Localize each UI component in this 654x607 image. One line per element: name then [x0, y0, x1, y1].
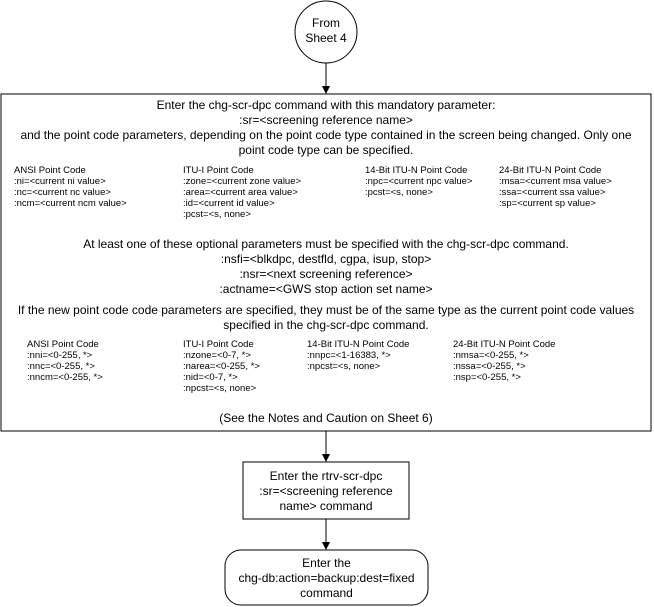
column-header: 14-Bit ITU-N Point Code — [307, 339, 410, 350]
column-header: 24-Bit ITU-N Point Code — [453, 339, 556, 350]
optional-line-1: At least one of these optional parameter… — [83, 237, 569, 251]
new-itui-column: ITU-I Point Code :nzone=<0-7, *> :narea=… — [183, 339, 260, 394]
param-line: :nnc=<0-255, *> — [27, 361, 95, 372]
param-line: :pcst=<s, none> — [365, 187, 433, 198]
param-line: :npcst=<s, none> — [183, 383, 257, 394]
column-header: 24-Bit ITU-N Point Code — [499, 165, 602, 176]
newpc-line-1: If the new point code code parameters ar… — [17, 303, 635, 317]
param-line: :zone=<current zone value> — [183, 176, 302, 187]
sheet-connector-label: From Sheet 4 — [295, 16, 357, 46]
param-line: :ncm=<current ncm value> — [14, 198, 127, 209]
rtrv-box-text: Enter the rtrv-scr-dpc :sr=<screening re… — [243, 469, 409, 514]
optional-line-2: :nsfi=<blkdpc, destfld, cgpa, isup, stop… — [220, 252, 432, 266]
new-24bit-column: 24-Bit ITU-N Point Code :nmsa=<0-255, *>… — [453, 339, 555, 383]
rtrv-line-2: :sr=<screening reference — [259, 484, 393, 498]
param-line: :pcst=<s, none> — [183, 209, 251, 220]
intro-line-3: and the point code parameters, depending… — [20, 128, 632, 142]
param-line: :narea=<0-255, *> — [183, 361, 260, 372]
main-box — [0, 93, 652, 432]
current-itui-column: ITU-I Point Code :zone=<current zone val… — [183, 165, 301, 220]
param-line: :npcst=<s, none> — [307, 361, 381, 372]
rtrv-line-3: name> command — [279, 499, 373, 513]
rtrv-line-1: Enter the rtrv-scr-dpc — [269, 469, 383, 483]
rtrv-box — [242, 461, 410, 520]
column-header: ANSI Point Code — [27, 339, 99, 350]
backup-line-2: chg-db:action=backup:dest=fixed — [238, 571, 415, 585]
connector-line-1: From — [312, 16, 340, 30]
column-header: ITU-I Point Code — [183, 165, 254, 176]
param-line: :ni=<current ni value> — [14, 176, 106, 187]
backup-box-text: Enter the chg-db:action=backup:dest=fixe… — [225, 556, 428, 601]
newpc-line-2: specified in the chg-scr-dpc command. — [223, 318, 429, 332]
intro-line-2: :sr=<screening reference name> — [239, 113, 413, 127]
param-line: :nncm=<0-255, *> — [27, 372, 103, 383]
param-line: :msa=<current msa value> — [499, 176, 612, 187]
param-line: :sp=<current sp value> — [499, 198, 596, 209]
param-line: :nzone=<0-7, *> — [183, 350, 251, 361]
param-line: :nssa=<0-255, *> — [453, 361, 526, 372]
param-line: :id=<current id value> — [183, 198, 275, 209]
new-ansi-column: ANSI Point Code :nni=<0-255, *> :nnc=<0-… — [27, 339, 103, 383]
param-line: :nsp=<0-255, *> — [453, 372, 521, 383]
param-line: :nnpc=<1-16383, *> — [307, 350, 391, 361]
optional-line-4: :actname=<GWS stop action set name> — [219, 282, 433, 296]
backup-line-3: command — [300, 586, 353, 600]
connector-line-2: Sheet 4 — [305, 31, 347, 45]
backup-line-1: Enter the — [302, 556, 351, 570]
column-header: ITU-I Point Code — [183, 339, 254, 350]
column-header: 14-Bit ITU-N Point Code — [365, 165, 468, 176]
param-line: :ssa=<current ssa value> — [499, 187, 606, 198]
param-line: :npc=<current npc value> — [365, 176, 473, 187]
column-header: ANSI Point Code — [14, 165, 86, 176]
param-line: :nmsa=<0-255, *> — [453, 350, 529, 361]
backup-box — [224, 549, 429, 606]
intro-line-4: point code type can be specified. — [238, 143, 414, 157]
param-line: :nc=<current nc value> — [14, 187, 111, 198]
param-line: :area=<current area value> — [183, 187, 298, 198]
param-line: :nid=<0-7, *> — [183, 372, 238, 383]
notes-reference: (See the Notes and Caution on Sheet 6) — [219, 411, 433, 425]
new-14bit-column: 14-Bit ITU-N Point Code :nnpc=<1-16383, … — [307, 339, 409, 372]
current-ansi-column: ANSI Point Code :ni=<current ni value> :… — [14, 165, 127, 209]
optional-line-3: :nsr=<next screening reference> — [239, 267, 413, 281]
current-14bit-column: 14-Bit ITU-N Point Code :npc=<current np… — [365, 165, 472, 198]
current-24bit-column: 24-Bit ITU-N Point Code :msa=<current ms… — [499, 165, 612, 209]
param-line: :nni=<0-255, *> — [27, 350, 93, 361]
intro-line-1: Enter the chg-scr-dpc command with this … — [156, 98, 496, 112]
